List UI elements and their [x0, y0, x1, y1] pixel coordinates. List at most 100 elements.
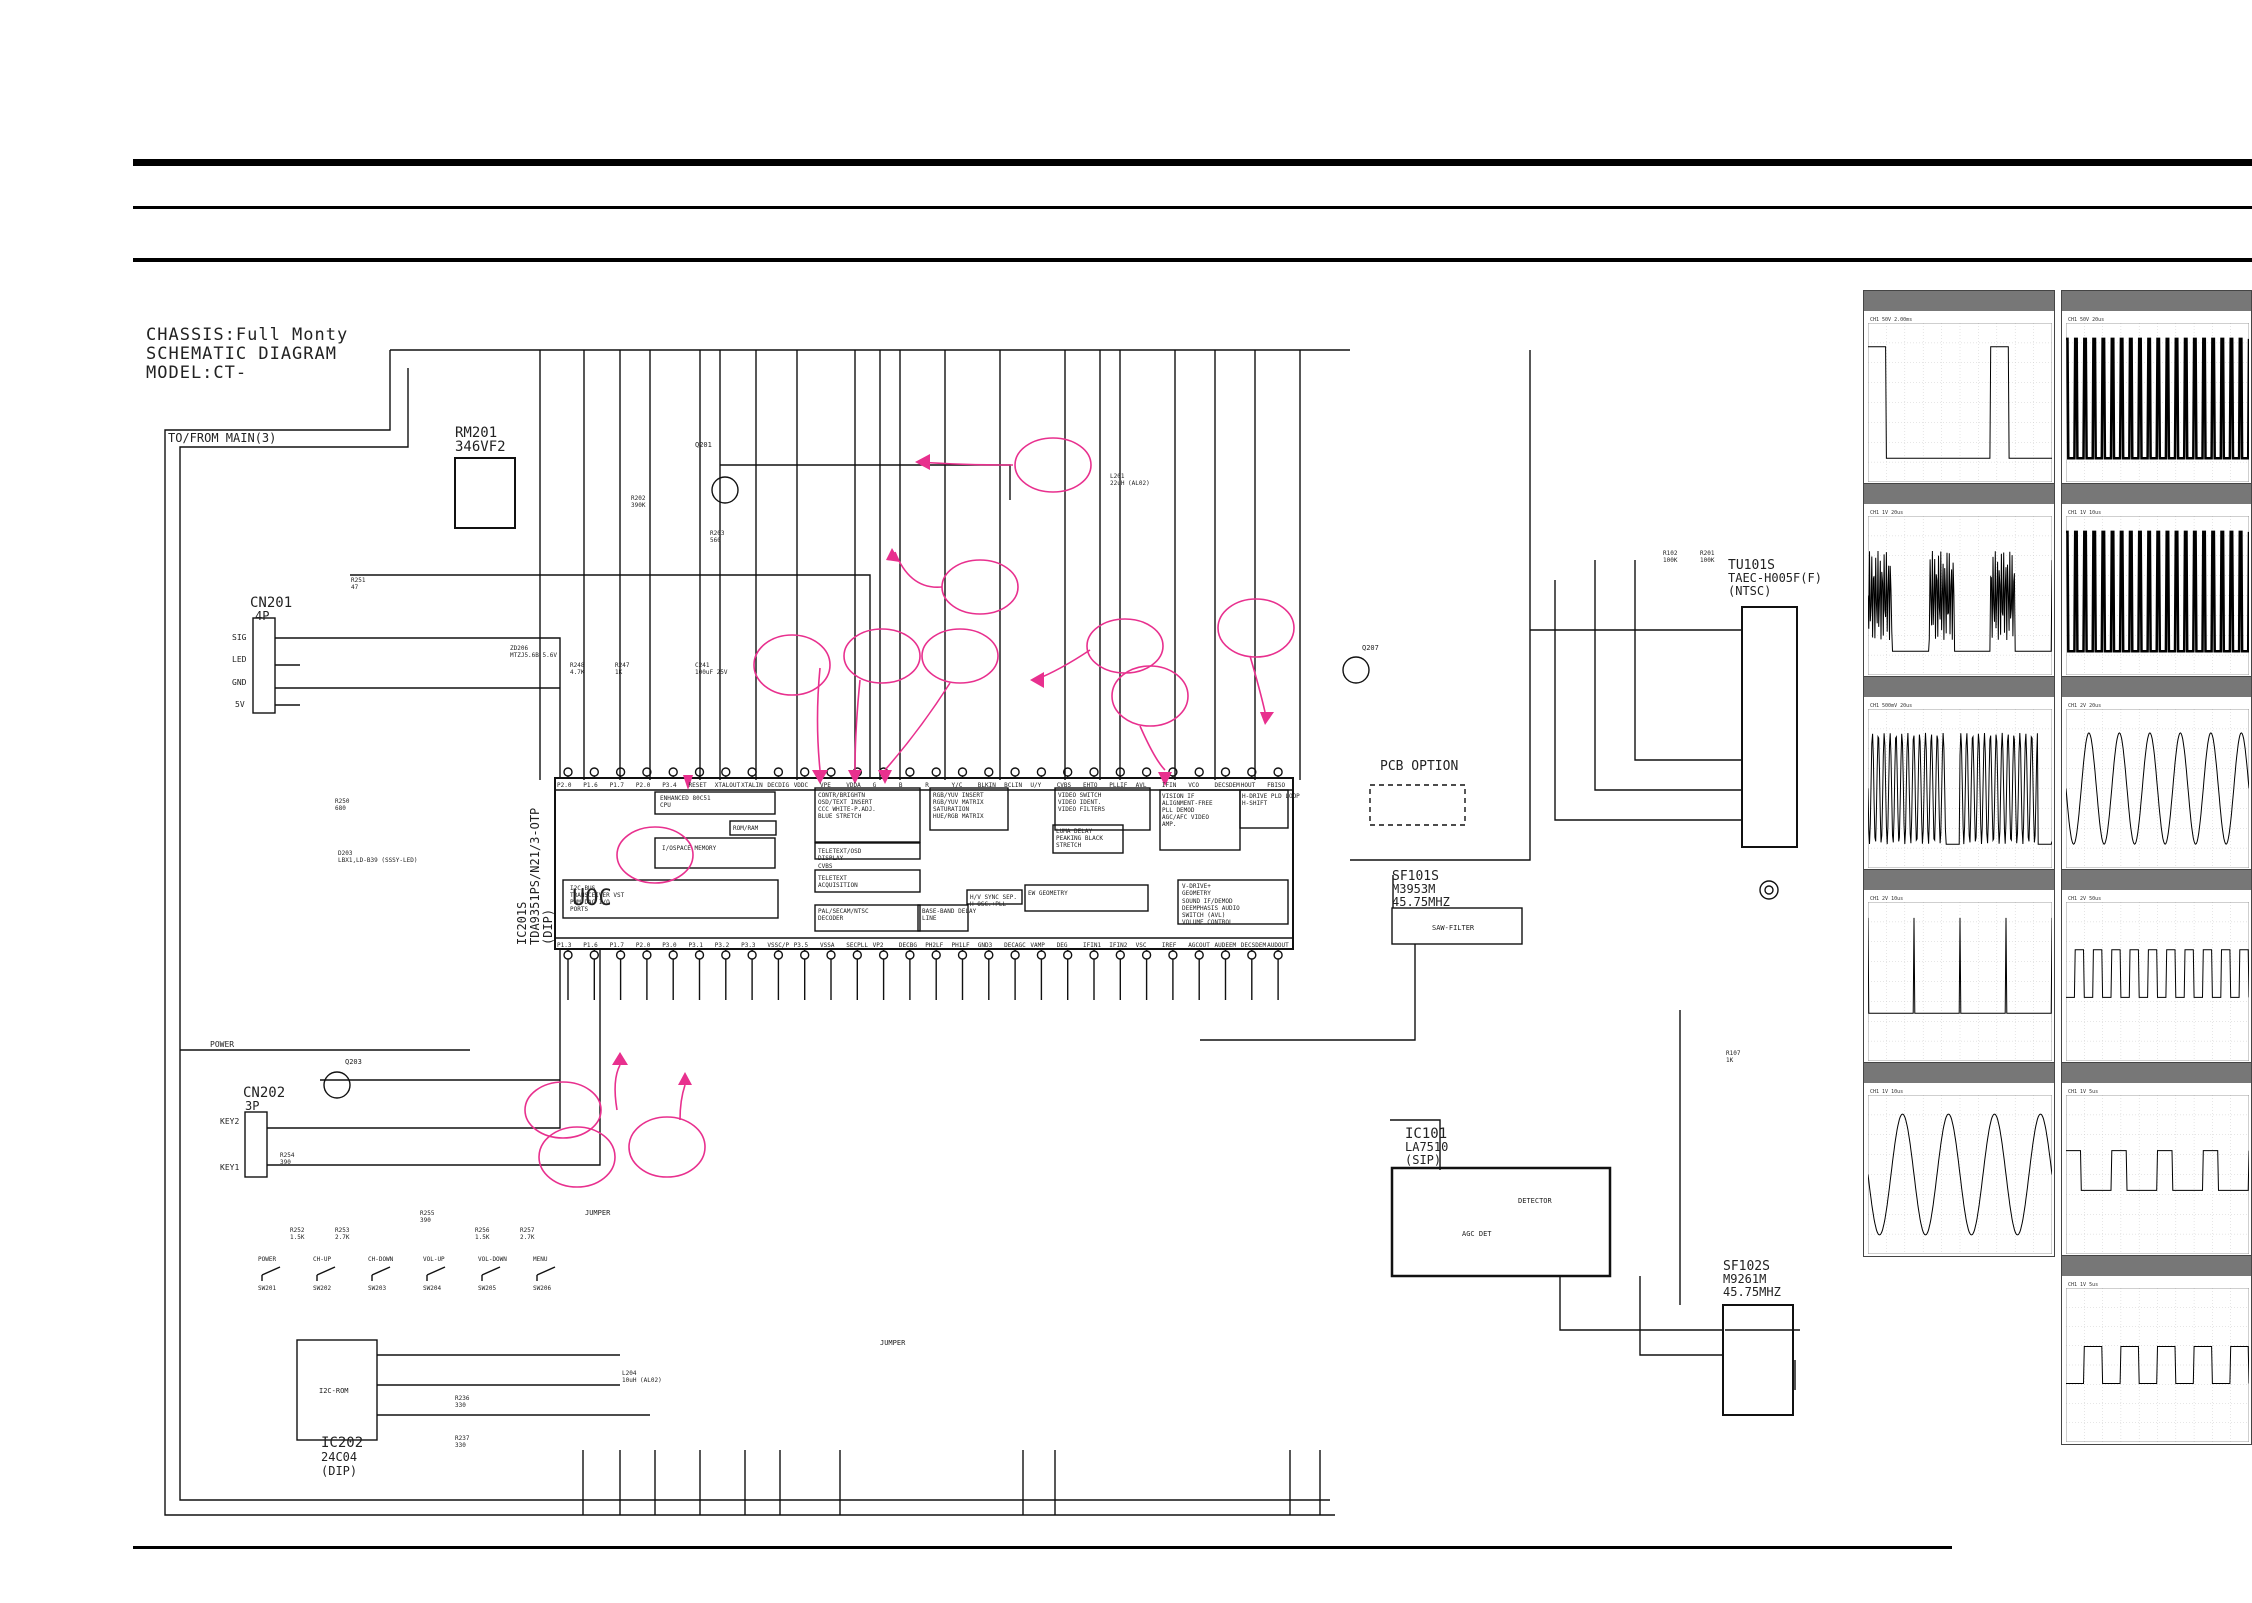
- switch-label: VOL-DOWN: [478, 1256, 507, 1263]
- panel-scope-settings: CH1 50V 20us: [2068, 317, 2105, 323]
- oscilloscope-trace: [1868, 1095, 2052, 1254]
- ic201-bottom-pin-label: DECAGC: [1004, 942, 1026, 949]
- title-diagram: SCHEMATIC DIAGRAM: [146, 344, 337, 364]
- component-ref: R236: [455, 1395, 470, 1402]
- ic201-bottom-pin-label: P2.0: [636, 942, 651, 949]
- component-value: 100K: [1663, 557, 1678, 564]
- cn201-led: LED: [232, 655, 247, 664]
- component-value: 330: [455, 1442, 466, 1449]
- ic201-top-pin-label: P2.0: [636, 782, 651, 789]
- sf102-freq: 45.75MHZ: [1723, 1285, 1781, 1299]
- sf102-ref: SF102S: [1723, 1259, 1770, 1274]
- cn201-pins: 4P: [255, 609, 269, 623]
- ic201-bottom-pin-label: P1.7: [610, 942, 625, 949]
- component-ref: R252: [290, 1227, 305, 1234]
- component-value: 390: [280, 1159, 291, 1166]
- component-value: MTZJ5.6B 5.6V: [510, 652, 557, 659]
- ic201-top-pin-label: VPE: [820, 782, 831, 789]
- component-value: 1.5K: [475, 1234, 490, 1241]
- top-rule-1: [133, 159, 2252, 166]
- ic201-bottom-pin-label: AUDOUT: [1267, 942, 1289, 949]
- q207-label: Q207: [1362, 644, 1379, 652]
- component-ref: R201: [1700, 550, 1715, 557]
- ic201-top-pin-label: P2.0: [557, 782, 572, 789]
- rm201-part: 346VF2: [455, 439, 506, 455]
- component-ref: R253: [335, 1227, 350, 1234]
- ic201-bottom-pin-label: VSSA: [820, 942, 835, 949]
- agc-det-label: AGC DET: [1462, 1230, 1492, 1238]
- jumper-label-2: JUMPER: [880, 1339, 906, 1347]
- component-ref: D203: [338, 850, 353, 857]
- detector-label: DETECTOR: [1518, 1197, 1553, 1205]
- panel-scope-settings: CH1 1V 5us: [2068, 1089, 2099, 1095]
- component-value: 390K: [631, 502, 646, 509]
- ic201-top-pin-label: P1.6: [583, 782, 598, 789]
- switch-label: CH-UP: [313, 1256, 331, 1263]
- component-ref: R255: [420, 1210, 435, 1217]
- bottom-rule: [133, 1546, 1952, 1549]
- oscilloscope-trace: [1868, 323, 2052, 482]
- component-ref: L204: [622, 1370, 637, 1377]
- ic201-bottom-pin-label: IREF: [1162, 942, 1177, 949]
- oscilloscope-trace: [1868, 709, 2052, 868]
- cn201-sig: SIG: [232, 633, 247, 642]
- component-value: 100K: [1700, 557, 1715, 564]
- saw-filter-label: SAW-FILTER: [1432, 924, 1475, 932]
- panel-scope-settings: CH1 2V 20us: [2068, 703, 2102, 709]
- panel-scope-settings: CH1 50V 2.00ms: [1870, 317, 1913, 323]
- component-value: 2.7K: [335, 1234, 350, 1241]
- ic201-top-pin-label: R: [925, 782, 929, 789]
- oscilloscope-trace: [2066, 323, 2249, 482]
- ic201-top-pin-label: XTALOUT: [715, 782, 741, 789]
- oscilloscope-trace: [2066, 1095, 2249, 1254]
- ic201-bottom-pin-label: VP2: [873, 942, 884, 949]
- panel-scope-settings: CH1 1V 10us: [1870, 1089, 1904, 1095]
- ic201-bottom-pin-label: GND3: [978, 942, 993, 949]
- tu101-std: (NTSC): [1728, 584, 1771, 598]
- component-ref: C241: [695, 662, 710, 669]
- ic201-top-pin-label: AVL: [1136, 782, 1147, 789]
- ic201-bottom-pin-label: IFIN1: [1083, 942, 1101, 949]
- panel-scope-settings: CH1 1V 10us: [2068, 510, 2102, 516]
- component-value: 680: [335, 805, 346, 812]
- panel-scope-settings: CH1 1V 20us: [1870, 510, 1904, 516]
- ic201-top-pin-label: P3.4: [662, 782, 677, 789]
- ic201-block-label: EW GEOMETRY: [1028, 890, 1068, 897]
- waveform-panel: CH1 1V 5us: [2061, 1062, 2252, 1257]
- cn202-ref: CN202: [243, 1085, 285, 1101]
- waveform-panel: CH1 50V 20us: [2061, 290, 2252, 485]
- ic201-block-label: V-DRIVE+GEOMETRY: [1182, 883, 1211, 897]
- panel-header-bar: [1864, 484, 2054, 504]
- sf102-part: M9261M: [1723, 1272, 1766, 1286]
- uoc-label: UOC: [572, 886, 612, 911]
- waveform-panel: CH1 1V 5us: [2061, 1255, 2252, 1445]
- waveform-panel: CH1 2V 50us: [2061, 869, 2252, 1064]
- ic201-top-pin-label: DECSDEM: [1215, 782, 1241, 789]
- tu101-ref: TU101S: [1728, 558, 1775, 573]
- oscilloscope-trace: [2066, 1288, 2249, 1442]
- ic201-bottom-pin-label: VSC: [1136, 942, 1147, 949]
- ic101-ref: IC101: [1405, 1126, 1447, 1142]
- ic201-bottom-pin-label: VAMP: [1030, 942, 1045, 949]
- ic201-pkg: (DIP): [541, 909, 555, 945]
- ic201-top-pin-label: BLKIN: [978, 782, 996, 789]
- ic201-top-pin-label: U/Y: [1030, 782, 1041, 789]
- component-ref: R254: [280, 1152, 295, 1159]
- component-value: 560: [710, 537, 721, 544]
- component-value: 390: [420, 1217, 431, 1224]
- switch-ref: SW203: [368, 1285, 386, 1292]
- ic201-top-pin-label: XTALIN: [741, 782, 763, 789]
- ic201-top-pin-label: DECDIG: [767, 782, 789, 789]
- component-ref: R107: [1726, 1050, 1741, 1057]
- ic202-part: 24C04: [321, 1450, 357, 1464]
- sf101-part: M3953M: [1392, 882, 1435, 896]
- switch-label: MENU: [533, 1256, 548, 1263]
- component-value: 330: [455, 1402, 466, 1409]
- ic201-block-label: ROM/RAM: [733, 825, 759, 832]
- top-rule-3: [133, 258, 2252, 262]
